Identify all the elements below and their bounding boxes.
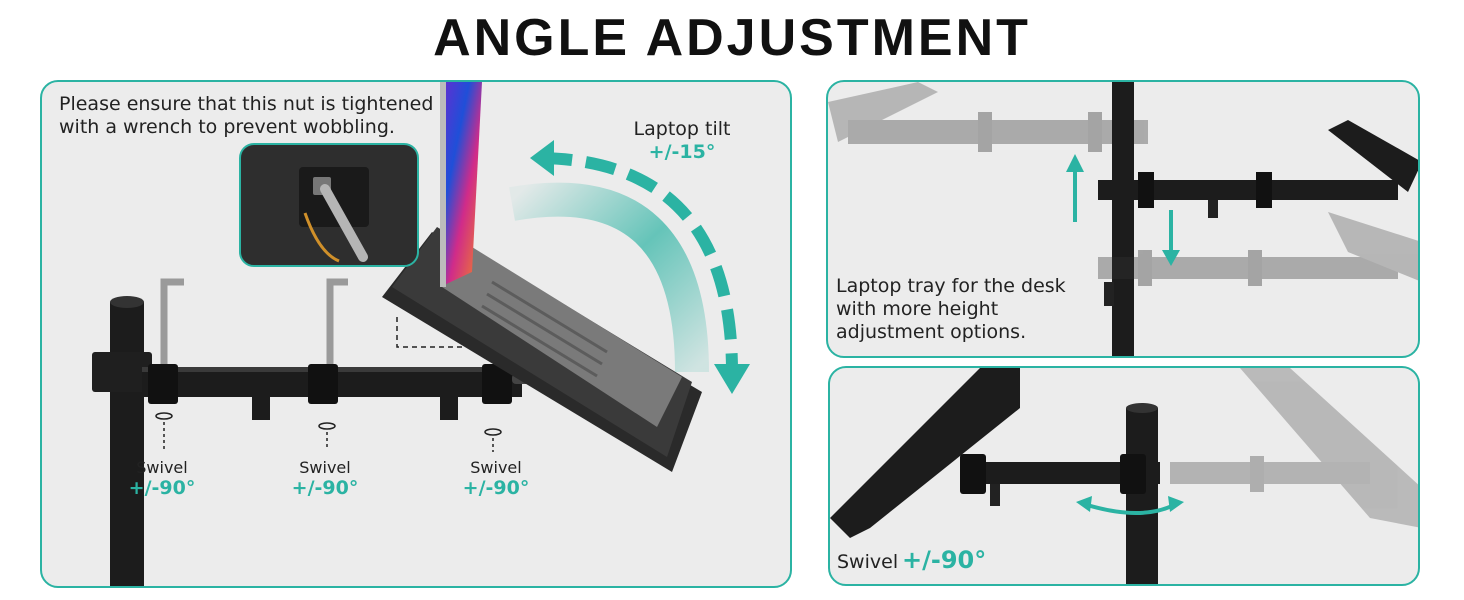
pole xyxy=(1126,408,1158,584)
tilt-arc xyxy=(509,182,709,373)
joint-3 xyxy=(482,364,512,404)
wrench-inset xyxy=(239,143,419,267)
pole xyxy=(1112,82,1134,356)
joint-1 xyxy=(148,364,178,404)
tilt-label: Laptop tilt xyxy=(633,118,731,140)
swivel-illustration xyxy=(830,368,1418,584)
page-title: ANGLE ADJUSTMENT xyxy=(433,9,1031,67)
laptop-screen xyxy=(440,82,482,287)
height-illustration xyxy=(828,82,1418,356)
arm xyxy=(1098,180,1398,200)
swivel-label-3: Swivel xyxy=(470,458,522,477)
swivel-panel-value: +/-90° xyxy=(902,546,987,574)
pole xyxy=(110,302,144,586)
swivel-label-2: Swivel xyxy=(299,458,351,477)
swivel-panel: Swivel +/-90° xyxy=(828,366,1420,586)
wrench-icon xyxy=(320,184,368,262)
swivel-value-1: +/-90° xyxy=(128,477,196,499)
main-angle-panel: Please ensure that this nut is tightened… xyxy=(40,80,792,588)
swivel-value-2: +/-90° xyxy=(291,477,359,499)
joint-2 xyxy=(308,364,338,404)
tilt-arrow xyxy=(541,152,738,373)
height-note: Laptop tray for the desk with more heigh… xyxy=(836,275,1066,343)
nut-note: Please ensure that this nut is tightened… xyxy=(59,93,434,138)
arm xyxy=(960,462,1160,484)
stand-illustration xyxy=(92,82,750,586)
swivel-panel-label: Swivel xyxy=(837,551,899,573)
swivel-label-1: Swivel xyxy=(136,458,188,477)
tilt-value: +/-15° xyxy=(648,141,716,163)
swivel-value-3: +/-90° xyxy=(462,477,530,499)
height-adjust-panel: Laptop tray for the desk with more heigh… xyxy=(826,80,1420,358)
